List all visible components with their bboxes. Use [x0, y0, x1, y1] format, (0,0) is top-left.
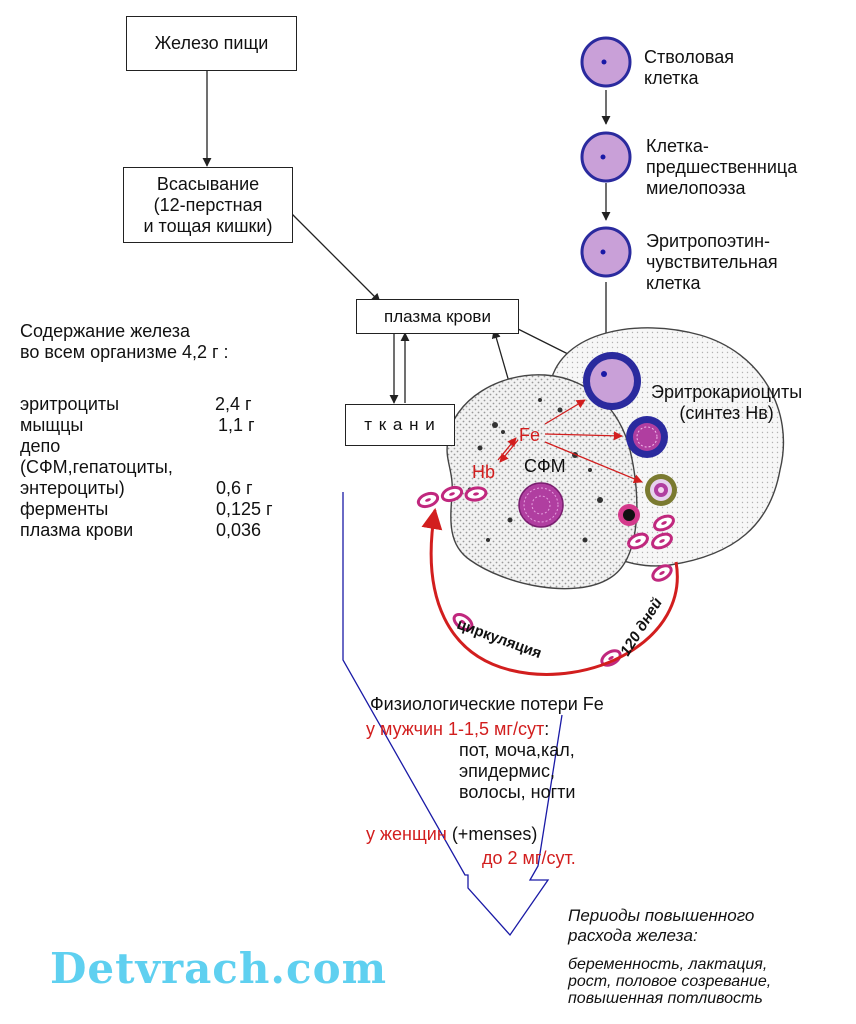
circulation-days-label: 120 дней	[617, 595, 666, 659]
stem-cell-icon	[580, 36, 632, 88]
losses-men-colon: :	[544, 719, 550, 739]
erythrokaryocytes-label: Эритрокариоциты (синтез Нв)	[651, 382, 803, 423]
absorption-box: Всасывание (12-перстная и тощая кишки)	[123, 167, 293, 243]
absorption-line-3: и тощая кишки)	[143, 215, 273, 236]
iron-content-title: Содержание железа во всем организме 4,2 …	[20, 321, 229, 362]
tissues-box: т к а н и	[345, 404, 455, 446]
list-item: беременность, лактация,	[568, 956, 768, 973]
periods-title: Периоды повышенного расхода железа:	[568, 906, 755, 945]
table-row: (СФМ,гепатоциты,	[20, 457, 173, 477]
hb-label: Hb	[472, 462, 496, 482]
losses-men-label: у мужчин 1-1,5 мг/сут	[366, 719, 545, 739]
macrophage-blob	[446, 374, 638, 590]
losses-women-line: у женщин (+menses)	[366, 824, 537, 845]
loss-funnel	[342, 492, 563, 937]
tissues-label: т к а н и	[364, 415, 436, 434]
arrow-fe-to-medium-erythroblast	[544, 431, 623, 441]
food-iron-label: Железо пищи	[154, 33, 269, 53]
table-row: депо	[20, 436, 61, 456]
arrow-fe-to-ring-erythroblast	[544, 441, 643, 484]
losses-title: Физиологические потери Fe	[370, 694, 604, 714]
list-item: повышенная потливость	[568, 990, 763, 1007]
precursor-cell-label: Клетка- предшественница миелопоэза	[646, 136, 798, 198]
erythroblast-ring-icon	[645, 474, 677, 506]
losses-men-items: пот, моча,кал, эпидермис, волосы, ногти	[459, 740, 576, 802]
table-row: эритроциты 2,4 г	[20, 394, 252, 414]
erythroblast-medium-icon	[626, 416, 668, 458]
losses-women-label: у женщин	[366, 824, 447, 844]
table-row: энтероциты) 0,6 г	[20, 478, 253, 498]
blood-plasma-box: плазма крови	[356, 299, 519, 334]
food-iron-box: Железо пищи	[126, 16, 297, 71]
table-row: мыщцы 1,1 г	[20, 415, 255, 435]
losses-men-line: у мужчин 1-1,5 мг/сут:	[366, 719, 549, 740]
list-item: рост, половое созревание,	[568, 973, 772, 990]
macrophage-nucleus	[518, 482, 564, 528]
precursor-cell-icon	[580, 131, 632, 183]
periods-list: беременность, лактация, рост, половое со…	[568, 956, 771, 1007]
table-row: ферменты 0,125 г	[20, 499, 273, 519]
arrow-hb-to-fe	[497, 437, 517, 461]
table-row: плазма крови 0,036	[20, 520, 262, 540]
losses-women-value: до 2 мг/сут.	[482, 848, 576, 868]
stem-cell-label: Стволовая клетка	[644, 47, 735, 88]
arrow-absorption-to-plasma	[289, 211, 381, 303]
circulation-arc	[421, 507, 679, 676]
normoblast-icon	[618, 504, 640, 526]
fe-label: Fe	[519, 425, 541, 445]
sfm-label: СФМ	[524, 456, 566, 476]
absorption-line-1: Всасывание	[156, 173, 260, 194]
watermark-logo: Detvrach.com	[50, 944, 388, 993]
iron-content-table: эритроциты 2,4 г мыщцы 1,1 г депо (СФМ,г…	[20, 394, 320, 541]
arrow-fe-to-large-erythroblast	[544, 399, 586, 425]
absorption-line-2: (12-перстная	[153, 194, 263, 215]
blood-plasma-label: плазма крови	[384, 306, 491, 326]
epo-cell-label: Эритропоэтин- чувствительная клетка	[646, 231, 778, 293]
losses-women-menses: (+menses)	[446, 824, 538, 844]
erythroblast-large-icon	[583, 352, 641, 410]
epo-cell-icon	[580, 226, 632, 278]
circulation-label: циркуляция	[455, 616, 544, 662]
red-blood-cells	[416, 485, 675, 667]
